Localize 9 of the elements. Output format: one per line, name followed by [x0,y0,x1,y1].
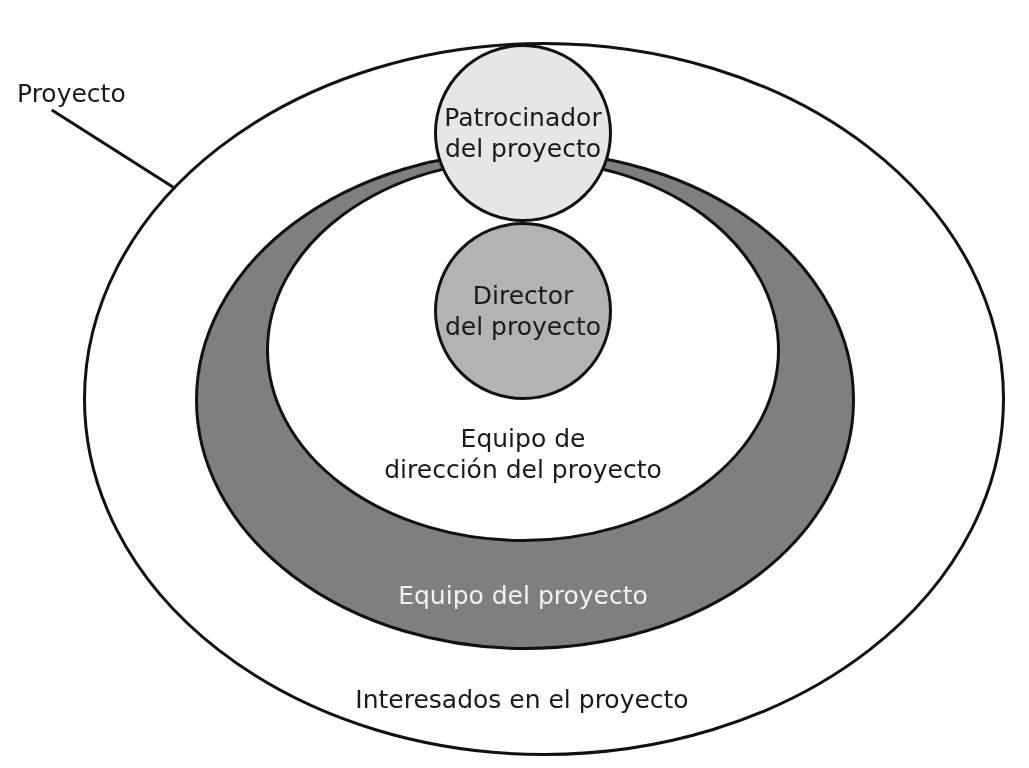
top-circle [434,44,612,222]
circle-label: Patrocinador del proyecto [444,102,602,164]
ellipse-label: Interesados en el proyecto [355,683,689,715]
band-label: Equipo del proyecto [398,579,648,611]
ellipse-label: Equipo de dirección del proyecto [384,423,662,485]
circle-label: Director del proyecto [444,280,602,342]
center-circle [434,222,612,400]
leader-line [51,108,175,189]
callout-text: Proyecto [17,79,126,109]
